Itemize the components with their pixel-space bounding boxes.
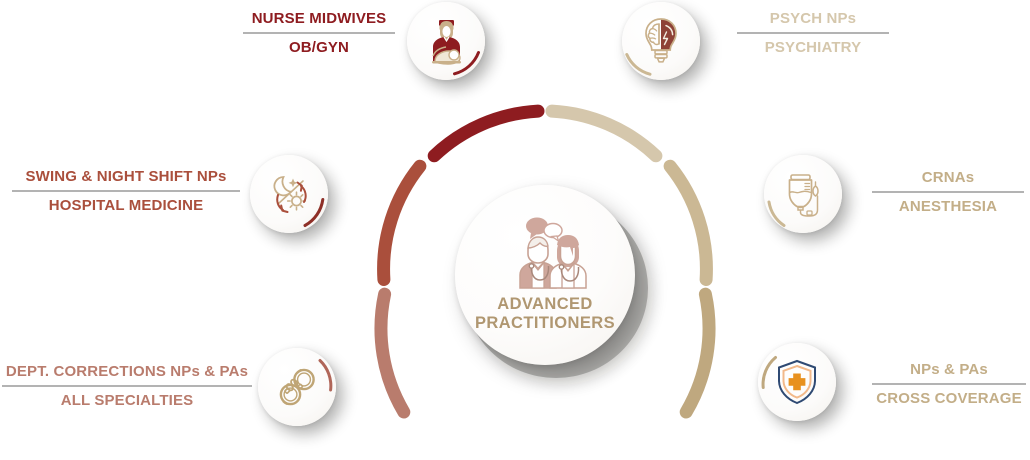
label-psych-line2: PSYCHIATRY [764,38,862,56]
label-swing-line2: HOSPITAL MEDICINE [48,196,204,214]
label-cross-line2: CROSS COVERAGE [876,389,1022,407]
iv-drip-bag-icon [788,174,819,217]
node-swing-shift[interactable] [250,155,328,233]
label-crna-line1: CRNAs [921,169,975,186]
midwife-holding-baby-icon [432,20,461,65]
label-midwives-line1: NURSE MIDWIVES [251,10,387,27]
brain-lightbulb-icon [645,18,677,63]
shield-medical-cross-icon [778,359,816,405]
center-hub-label: ADVANCED PRACTITIONERS [475,295,615,333]
label-divider [2,384,252,387]
center-hub: ADVANCED PRACTITIONERS [455,185,635,365]
node-corrections[interactable] [258,348,336,426]
label-psych-line1: PSYCH NPs [769,10,857,27]
ring-segment-top-left [427,104,545,163]
label-divider [737,31,889,34]
ring-segment-top-right [545,104,663,163]
center-title-line1: ADVANCED [497,294,593,313]
ring-segment-bottom-right [679,287,716,419]
handcuffs-icon [279,368,315,406]
label-divider [872,382,1026,385]
label-corrections: DEPT. CORRECTIONS NPs & PAs ALL SPECIALT… [2,364,252,409]
center-title-line2: PRACTITIONERS [475,314,615,332]
ring-segment-right [663,159,713,286]
node-psych[interactable] [622,2,700,80]
label-divider [243,31,395,34]
label-corrections-line1: DEPT. CORRECTIONS NPs & PAs [5,363,249,380]
label-cross-line1: NPs & PAs [910,361,988,378]
label-midwives: NURSE MIDWIVES OB/GYN [243,11,395,56]
label-cross-coverage: NPs & PAs CROSS COVERAGE [872,362,1026,407]
label-crna: CRNAs ANESTHESIA [872,170,1024,215]
label-swing-line1: SWING & NIGHT SHIFT NPs [25,168,227,185]
label-divider [12,189,240,192]
ring-segment-left [377,159,427,286]
two-clinicians-speech-bubble-icon [519,217,587,289]
node-midwives[interactable] [407,2,485,80]
label-midwives-line2: OB/GYN [288,38,350,56]
label-corrections-line2: ALL SPECIALTIES [60,391,194,409]
node-cross-coverage[interactable] [758,343,836,421]
moon-sun-rotation-icon [273,176,307,213]
label-swing-shift: SWING & NIGHT SHIFT NPs HOSPITAL MEDICIN… [12,169,240,214]
ring-segment-bottom-left [374,287,411,419]
label-psych: PSYCH NPs PSYCHIATRY [737,11,889,56]
label-divider [872,190,1024,193]
node-crna[interactable] [764,155,842,233]
label-crna-line2: ANESTHESIA [898,197,998,215]
